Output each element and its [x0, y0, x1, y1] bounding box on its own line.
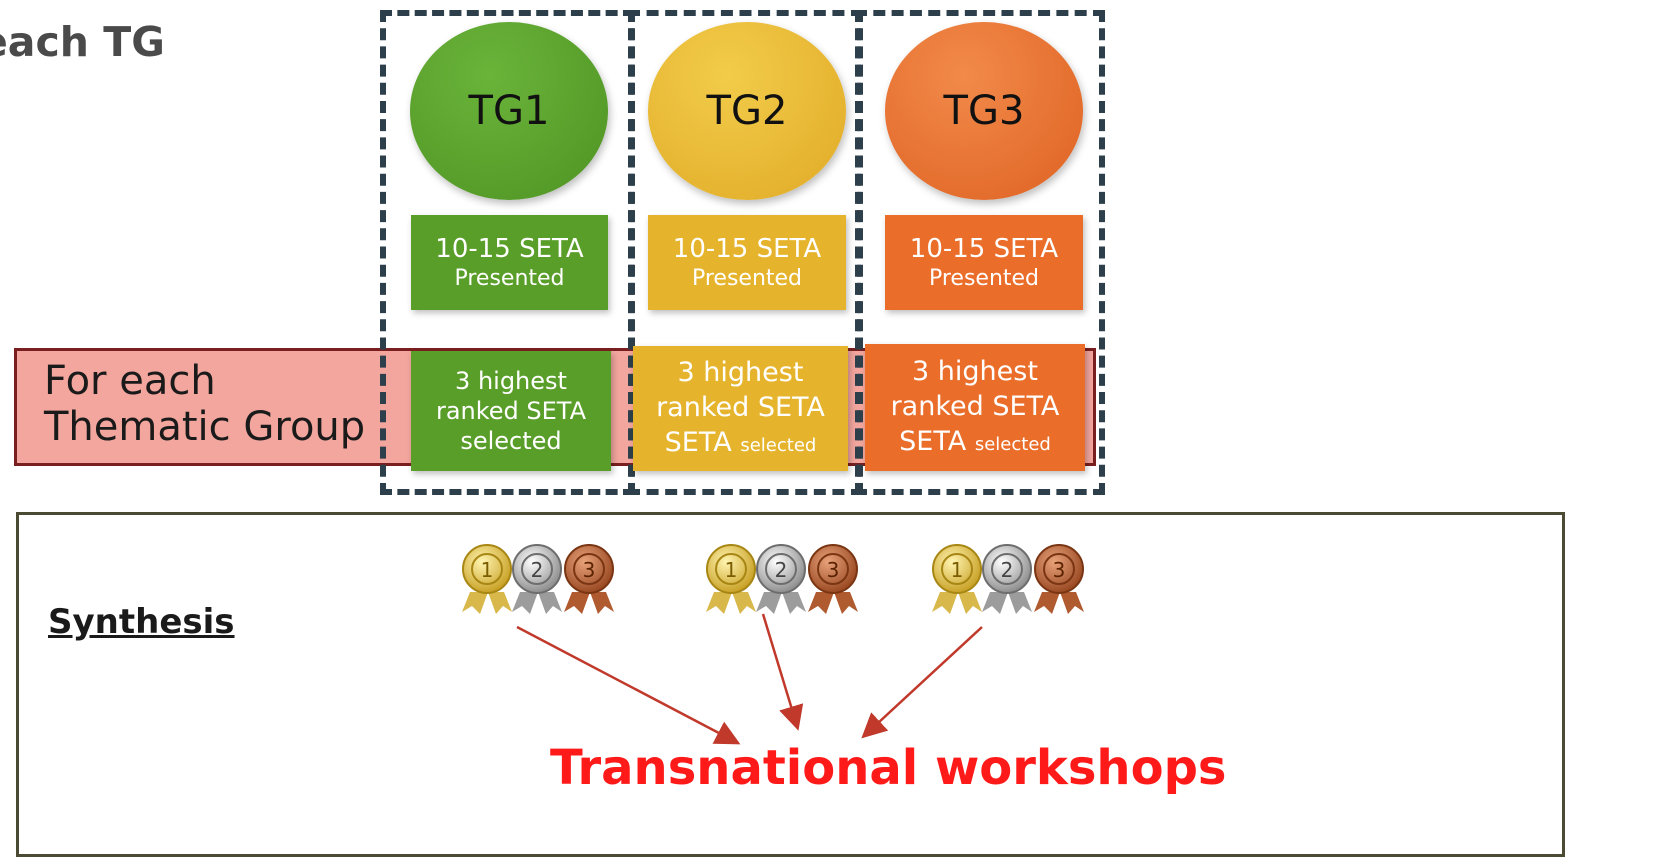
- bronze-medal-number: 3: [827, 558, 840, 582]
- transnational-workshops-label: Transnational workshops: [550, 740, 1227, 796]
- tg3-selected-seta: SETA: [899, 425, 967, 457]
- tg2-label: TG2: [706, 88, 788, 134]
- tg3-circle: TG3: [885, 22, 1083, 200]
- tg1-selected-line2: ranked SETA: [435, 397, 587, 425]
- bronze-medal-number: 3: [583, 558, 596, 582]
- tg2-selected-small: selected: [740, 434, 817, 456]
- silver-medal-icon: 2: [982, 544, 1032, 614]
- tg2-selected-box: 3 highest ranked SETA SETA selected: [633, 346, 848, 471]
- tg3-presented-line1: 10-15 SETA: [909, 233, 1059, 264]
- arrow-left: [516, 625, 741, 745]
- silver-medal-icon: 2: [756, 544, 806, 614]
- tg2-selected-line1: 3 highest: [677, 356, 804, 388]
- tg3-label: TG3: [943, 88, 1025, 134]
- gold-medal-number: 1: [725, 558, 738, 582]
- gold-medal-number: 1: [481, 558, 494, 582]
- bronze-medal-number: 3: [1053, 558, 1066, 582]
- tg1-presented-box: 10-15 SETA Presented: [411, 215, 608, 310]
- tg2-selected-seta: SETA: [664, 426, 732, 458]
- tg1-presented-line1: 10-15 SETA: [435, 233, 584, 264]
- band-label-line1: For each: [44, 358, 216, 404]
- medal-set-2: 1 2 3: [706, 544, 858, 614]
- tg3-presented-box: 10-15 SETA Presented: [885, 215, 1083, 310]
- gold-medal-number: 1: [951, 558, 964, 582]
- bronze-medal-icon: 3: [564, 544, 614, 614]
- tg2-presented-line2: Presented: [691, 265, 803, 291]
- bronze-medal-icon: 3: [1034, 544, 1084, 614]
- synthesis-label: Synthesis: [48, 602, 235, 642]
- band-label-line2: Thematic Group: [44, 404, 366, 450]
- gold-medal-icon: 1: [932, 544, 982, 614]
- tg1-selected-line1: 3 highest: [455, 367, 567, 395]
- silver-medal-number: 2: [1001, 558, 1014, 582]
- tg3-presented-line2: Presented: [928, 265, 1040, 291]
- arrow-right: [861, 626, 983, 739]
- medal-set-1: 1 2 3: [462, 544, 614, 614]
- tg1-circle: TG1: [410, 22, 608, 200]
- tg1-selected-line3: selected: [460, 427, 562, 455]
- tg1-presented-line2: Presented: [454, 265, 565, 291]
- silver-medal-number: 2: [531, 558, 544, 582]
- tg2-presented-line1: 10-15 SETA: [672, 233, 822, 264]
- tg3-selected-line1: 3 highest: [912, 355, 1038, 387]
- gold-medal-icon: 1: [706, 544, 756, 614]
- silver-medal-number: 2: [775, 558, 788, 582]
- tg2-selected-line2: ranked SETA: [656, 391, 825, 423]
- band-label: For each Thematic Group: [44, 358, 365, 450]
- medal-set-3: 1 2 3: [932, 544, 1084, 614]
- tg3-dashed-frame: [855, 10, 1105, 495]
- tg2-selected-line3: SETA selected: [665, 425, 817, 463]
- tg2-circle: TG2: [648, 22, 846, 200]
- bronze-medal-icon: 3: [808, 544, 858, 614]
- tg1-selected-box: 3 highest ranked SETA selected: [411, 351, 611, 471]
- section-heading: each TG: [0, 18, 165, 66]
- arrow-middle: [761, 613, 804, 731]
- gold-medal-icon: 1: [462, 544, 512, 614]
- tg2-presented-box: 10-15 SETA Presented: [648, 215, 846, 310]
- tg3-selected-box: 3 highest ranked SETA SETA selected: [865, 344, 1085, 471]
- silver-medal-icon: 2: [512, 544, 562, 614]
- tg3-selected-line3: SETA selected: [899, 424, 1051, 462]
- tg3-selected-small: selected: [974, 433, 1051, 455]
- tg3-selected-line2: ranked SETA: [890, 390, 1060, 422]
- tg1-label: TG1: [468, 88, 550, 134]
